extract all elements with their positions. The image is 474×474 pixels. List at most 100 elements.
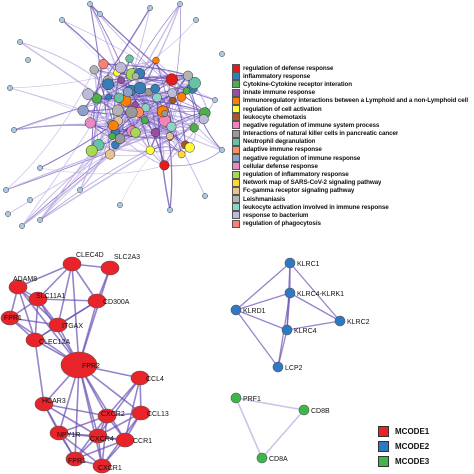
node-label: CXCR1: [98, 465, 122, 472]
network-node: [17, 39, 23, 45]
module-edge: [37, 263, 73, 300]
network-edge: [119, 136, 170, 206]
node-label: CCL4: [146, 376, 164, 383]
module-edge: [235, 262, 291, 311]
legend-label: inflammatory response: [243, 72, 311, 80]
legend-swatch: [232, 178, 240, 187]
network-node: [105, 149, 116, 160]
legend-item: leukocyte activation involved in immune …: [232, 203, 474, 212]
enrichment-network-edges: [5, 3, 223, 227]
module-edge: [235, 309, 288, 331]
network-node: [145, 145, 155, 155]
legend-item: leukocyte chemotaxis: [232, 113, 474, 122]
node-label: CXCR2: [101, 411, 125, 418]
legend-item: innate immune response: [232, 88, 474, 97]
module-node: [48, 317, 68, 333]
network-node: [152, 92, 162, 103]
legend-item: response to bacterium: [232, 211, 474, 220]
legend-swatch: [232, 121, 240, 130]
network-node: [167, 88, 178, 98]
legend-item: Neutrophil degranulation: [232, 137, 474, 146]
mcode-legend-label: MCODE1: [395, 427, 430, 436]
legend-swatch: [232, 105, 240, 114]
network-node: [77, 105, 89, 117]
legend-swatch: [232, 113, 240, 122]
network-node: [219, 147, 225, 153]
module-node: [25, 332, 45, 348]
module-node: [92, 458, 112, 474]
module-node: [230, 304, 242, 316]
legend-swatch: [232, 211, 240, 220]
module-edge: [17, 286, 80, 366]
node-label: CD8B: [311, 408, 330, 415]
network-node: [219, 51, 225, 57]
network-edge: [96, 98, 195, 129]
module-node: [8, 279, 28, 295]
module-node: [256, 452, 268, 464]
mcode-legend-swatch: [378, 456, 389, 467]
network-node: [182, 87, 191, 95]
legend-label: response to bacterium: [243, 211, 309, 219]
legend-label: Leishmaniasis: [243, 195, 286, 203]
network-edge: [163, 99, 216, 166]
network-edge: [89, 3, 151, 151]
network-edge: [82, 7, 151, 112]
network-edge: [19, 41, 120, 99]
network-node: [184, 142, 195, 153]
mcode-legend-swatch: [378, 426, 389, 437]
module-edge: [57, 263, 73, 326]
module-node: [28, 291, 48, 307]
network-node: [177, 92, 187, 102]
module-edge: [78, 364, 103, 467]
network-node: [177, 1, 183, 7]
module-edge: [43, 403, 108, 417]
node-label: CD8A: [269, 456, 288, 463]
mcode-legend-label: MCODE3: [395, 457, 430, 466]
module-edge: [235, 309, 279, 368]
legend-label: negative regulation of immune response: [243, 154, 361, 162]
legend-item: Network map of SARS-CoV-2 signaling path…: [232, 178, 474, 187]
module-edge: [235, 397, 305, 411]
network-node: [152, 56, 160, 64]
module-edge: [78, 364, 126, 441]
network-node: [133, 82, 147, 95]
network-node: [3, 187, 9, 193]
node-label: HCAR3: [42, 398, 66, 405]
network-node: [159, 160, 170, 171]
network-node: [114, 133, 126, 144]
module-edge: [37, 298, 98, 302]
module-node: [131, 405, 151, 421]
network-node: [131, 72, 140, 81]
network-node: [141, 103, 151, 113]
module-edge: [97, 377, 141, 437]
legend-item: Interactions of natural killer cells in …: [232, 129, 474, 138]
module-node: [284, 287, 296, 299]
network-node: [193, 17, 199, 23]
module-node: [65, 451, 85, 467]
legend-swatch: [232, 96, 240, 105]
legend-swatch: [232, 137, 240, 146]
module-node: [115, 432, 135, 448]
network-node: [122, 87, 134, 98]
module-node: [334, 315, 346, 327]
node-label: ADAM8: [13, 276, 37, 283]
legend-item: adaptive immune response: [232, 145, 474, 154]
network-node: [5, 211, 11, 217]
network-node: [37, 217, 43, 223]
module-node: [298, 404, 310, 416]
module-node: [60, 351, 98, 379]
legend-swatch: [232, 170, 240, 179]
mcode-legend-swatch: [378, 441, 389, 452]
module-node: [281, 324, 293, 336]
network-node: [161, 110, 169, 117]
module-edge: [289, 262, 341, 322]
legend-item: negative regulation of immune system pro…: [232, 121, 474, 130]
network-edge: [117, 60, 157, 122]
network-node: [130, 127, 141, 138]
legend-item: Immunoregulatory interactions between a …: [232, 96, 474, 105]
legend-item: Leishmaniasis: [232, 195, 474, 204]
network-node: [102, 78, 115, 91]
network-node: [140, 116, 149, 125]
mcode-legend-item: MCODE1: [378, 424, 429, 439]
